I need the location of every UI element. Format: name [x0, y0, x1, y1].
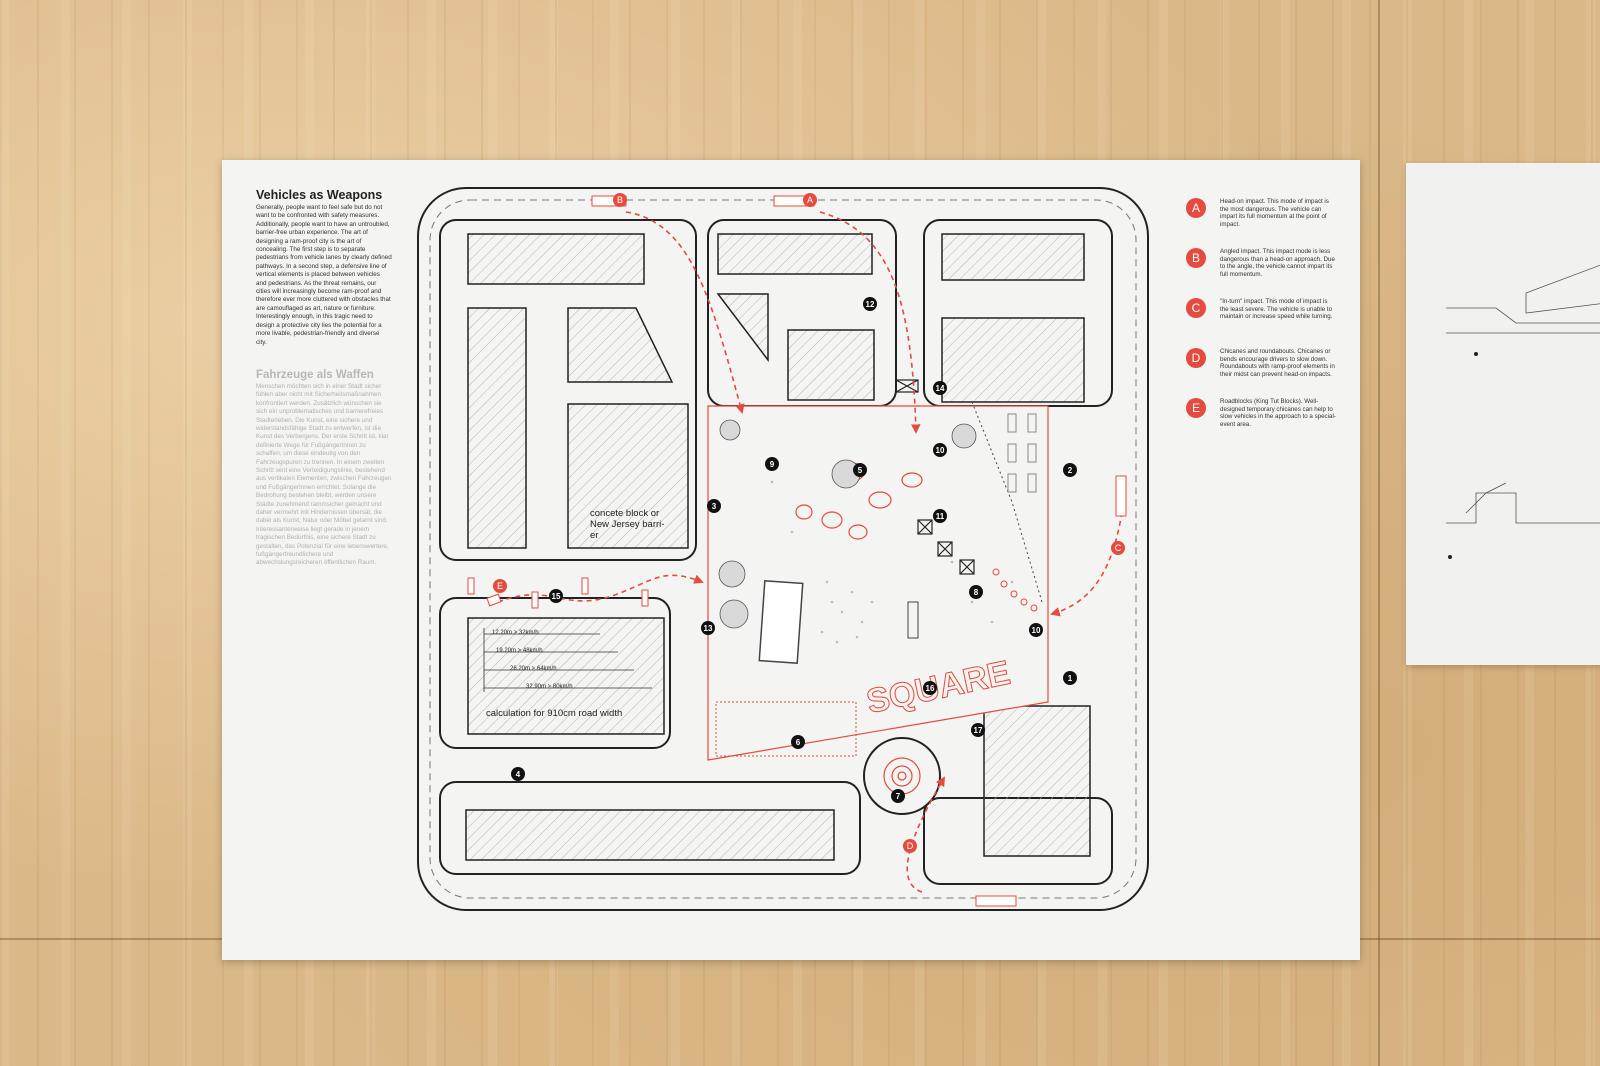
svg-text:C: C: [1115, 543, 1122, 553]
site-plan: SQUARE: [417, 187, 1149, 911]
speed-calc-lines: [483, 628, 652, 692]
buildings: [465, 233, 1091, 861]
svg-text:10: 10: [936, 446, 945, 455]
svg-text:3: 3: [712, 502, 717, 511]
speed-label: 19.20m > 48km/h: [496, 648, 543, 654]
legend-badge: D: [1186, 348, 1206, 368]
svg-text:7: 7: [896, 792, 901, 801]
legend-text: Angled impact. This impact mode is less …: [1220, 248, 1335, 278]
speed-label: 26.20m > 64km/h: [510, 666, 557, 672]
approach-markers: B A C D E: [493, 193, 1125, 853]
approach-path-c: [1050, 511, 1123, 617]
legend-text: Chicanes and roundabouts. Chicanes or be…: [1220, 348, 1335, 378]
svg-text:E: E: [497, 581, 503, 591]
poster-title-german: Fahrzeuge als Waffen: [256, 368, 374, 381]
legend-badge: B: [1186, 248, 1206, 268]
svg-text:2: 2: [1068, 466, 1073, 475]
barrier-annotation: concete block or New Jersey barri- er: [590, 508, 665, 541]
svg-text:17: 17: [974, 726, 983, 735]
svg-text:14: 14: [936, 384, 945, 393]
legend-item-d: D Chicanes and roundabouts. Chicanes or …: [1186, 348, 1336, 388]
path-line: [971, 401, 1043, 603]
numbered-markers: 1 2 3 4 5 6 7 8 9 10 10 11 12 13 14 15 1…: [511, 297, 1077, 803]
svg-text:A: A: [807, 195, 813, 205]
roundabout: [863, 737, 941, 815]
adjacent-poster-drawings: [1446, 264, 1600, 559]
svg-text:10: 10: [1032, 626, 1041, 635]
svg-text:9: 9: [770, 460, 775, 469]
adjacent-poster: [1406, 163, 1600, 665]
approach-path-b: [625, 211, 745, 414]
gravel-dots: [770, 480, 1014, 644]
svg-text:4: 4: [516, 770, 521, 779]
svg-text:11: 11: [936, 512, 945, 521]
outer-road-edge: [417, 187, 1149, 911]
svg-text:8: 8: [974, 588, 979, 597]
approach-path-a: [819, 211, 921, 434]
intro-german: Menschen möchten sich in einer Stadt sic…: [256, 382, 392, 567]
legend-item-a: A Head-on impact. This mode of impact is…: [1186, 198, 1336, 238]
bollard-circles: [992, 568, 1038, 612]
svg-text:16: 16: [926, 684, 935, 693]
speed-label: 32.90m > 80km/h: [526, 684, 573, 690]
svg-text:6: 6: [796, 738, 801, 747]
legend-badge: A: [1186, 198, 1206, 218]
legend-text: "In-turn" impact. This mode of impact is…: [1220, 298, 1333, 321]
intro-english: Generally, people want to feel safe but …: [256, 204, 392, 346]
speed-label: 12.20m > 32km/h: [492, 630, 539, 636]
legend-badge: C: [1186, 298, 1206, 318]
legend-text: Roadblocks (King Tut Blocks). Well-desig…: [1220, 398, 1336, 428]
legend-badge: E: [1186, 398, 1206, 418]
intro-text-block: Vehicles as Weapons Generally, people wa…: [256, 188, 392, 568]
svg-text:13: 13: [704, 624, 713, 633]
calculation-annotation: calculation for 910cm road width: [486, 708, 623, 719]
legend-item-b: B Angled impact. This impact mode is les…: [1186, 248, 1336, 288]
pavilion: [758, 579, 804, 665]
red-planting-bed: [715, 701, 857, 757]
crosses: [895, 379, 975, 575]
public-square: SQUARE: [707, 379, 1049, 761]
svg-text:1: 1: [1068, 674, 1073, 683]
svg-text:5: 5: [858, 466, 863, 475]
trees: [718, 419, 977, 629]
svg-text:D: D: [907, 841, 914, 851]
wall-seam: [1378, 0, 1380, 1066]
poster-title: Vehicles as Weapons: [256, 188, 383, 202]
legend-item-e: E Roadblocks (King Tut Blocks). Well-des…: [1186, 398, 1336, 438]
svg-text:15: 15: [552, 592, 561, 601]
legend-item-c: C "In-turn" impact. This mode of impact …: [1186, 298, 1336, 338]
legend-text: Head-on impact. This mode of impact is t…: [1220, 198, 1329, 228]
poster: Vehicles as Weapons Generally, people wa…: [222, 160, 1360, 960]
impact-legend: A Head-on impact. This mode of impact is…: [1186, 198, 1336, 448]
svg-text:B: B: [617, 195, 623, 205]
bench: [907, 601, 919, 639]
svg-text:12: 12: [866, 300, 875, 309]
benches-right: [1007, 413, 1037, 493]
